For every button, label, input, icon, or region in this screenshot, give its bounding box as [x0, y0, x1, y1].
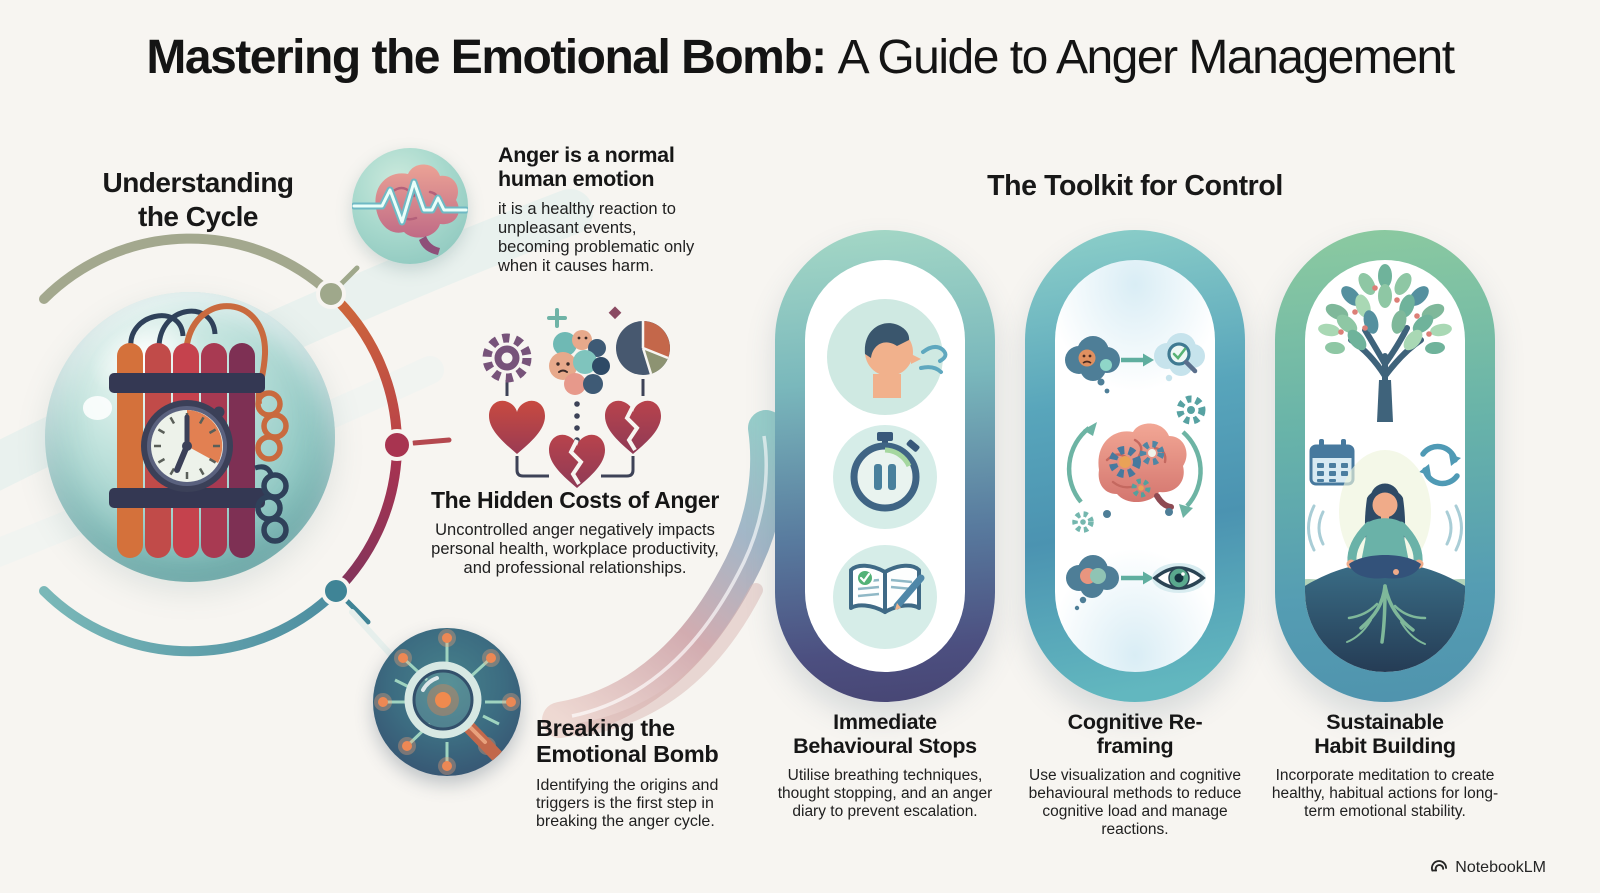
- anger-normal-block: Anger is a normal human emotion it is a …: [498, 143, 703, 275]
- watermark: NotebookLM: [1429, 858, 1546, 878]
- pie-chart-icon: [616, 321, 670, 375]
- roots-icon: [1346, 584, 1427, 645]
- bomb-clock: [141, 400, 233, 492]
- observing-eye-icon: [1152, 563, 1206, 593]
- hidden-costs-title: The Hidden Costs of Anger: [430, 487, 720, 513]
- heart-icon: [489, 400, 545, 454]
- watermark-label: NotebookLM: [1455, 859, 1546, 876]
- cycle-node-crimson: [381, 429, 413, 461]
- cycle-section-heading: Understanding the Cycle: [102, 167, 294, 233]
- diamond-dot: [608, 306, 622, 320]
- toolkit-item-habit-building: Sustainable Habit Building Incorporate m…: [1260, 710, 1510, 821]
- toolkit-item-title: Immediate Behavioural Stops: [793, 710, 977, 759]
- negative-thought-icon: [1065, 336, 1120, 394]
- gear-top-right-icon: [1176, 395, 1206, 425]
- arrow-right-2-icon: [1121, 571, 1154, 585]
- capsule1-icons: [827, 299, 948, 649]
- capsule-immediate-stops-inner: [805, 260, 965, 672]
- breaking-bomb-title: Breaking the Emotional Bomb: [536, 715, 719, 767]
- cycle-node-teal: [321, 576, 351, 606]
- gear-bottom-left-icon: [1072, 511, 1094, 533]
- stopwatch-pause-icon: [850, 432, 920, 512]
- tree-canopy: [1318, 264, 1452, 355]
- toolkit-item-immediate-stops: Immediate Behavioural Stops Utilise brea…: [760, 710, 1010, 821]
- repeat-icon: [1419, 443, 1461, 487]
- heart-crack-2: [568, 439, 584, 486]
- anger-normal-body: it is a healthy reaction to unpleasant e…: [498, 200, 695, 275]
- reframed-thought-icon: [1154, 333, 1205, 382]
- cycle-arc: [39, 233, 452, 659]
- toolkit-item-body: Use visualization and cognitive behaviou…: [1028, 767, 1242, 838]
- anger-normal-title: Anger is a normal human emotion: [498, 143, 675, 191]
- gear-icon: [482, 333, 532, 383]
- breathing-profile-icon: [864, 323, 948, 398]
- capsule-cognitive-reframing-inner: [1055, 260, 1215, 672]
- trigger-scan-icon: [373, 628, 521, 776]
- bubble-gloss-dot: [82, 396, 112, 420]
- hidden-costs-body: Uncontrolled anger negatively impacts pe…: [431, 521, 719, 577]
- brain-thought-icon: [1066, 555, 1119, 611]
- breaking-bomb-block: Breaking the Emotional Bomb Identifying …: [536, 715, 748, 832]
- time-bomb-icon: [109, 303, 289, 558]
- capsule2-icons: [1065, 333, 1206, 611]
- arrow-right-icon: [1121, 353, 1154, 367]
- toolkit-item-title: Cognitive Re-framing: [1067, 710, 1203, 759]
- title-strong: Mastering the Emotional Bomb:: [146, 31, 827, 84]
- smoke-trail: [542, 410, 787, 738]
- cycle-node-sage: [316, 279, 346, 309]
- anger-diary-icon: [849, 563, 925, 614]
- hidden-costs-illustration: [482, 306, 670, 488]
- dotted-line: [574, 401, 580, 443]
- hidden-costs-block: The Hidden Costs of Anger Uncontrolled a…: [425, 487, 725, 577]
- title-light: A Guide to Anger Management: [837, 31, 1455, 84]
- toolkit-item-body: Incorporate meditation to create healthy…: [1271, 767, 1499, 820]
- meditating-person-icon: [1346, 483, 1424, 579]
- heart-crack: [624, 405, 640, 452]
- cycle-arrows-icon: [1066, 422, 1203, 518]
- toolkit-item-title: Sustainable Habit Building: [1314, 710, 1456, 759]
- coil-wires: [254, 390, 289, 544]
- magnifier: [404, 661, 504, 763]
- connector-lines: [505, 379, 645, 478]
- capsule-cognitive-reframing: [1025, 230, 1245, 702]
- brain-gears-icon: [1098, 423, 1187, 518]
- notebooklm-logo-icon: [1431, 860, 1448, 872]
- breaking-bomb-body: Identifying the origins and triggers is …: [536, 776, 719, 831]
- calm-waves: [1307, 504, 1463, 552]
- trigger-scan-art: [374, 629, 520, 775]
- glass-bubble: [45, 292, 335, 582]
- capsule-habit-building: [1275, 230, 1495, 702]
- toolkit-item-cognitive-reframing: Cognitive Re-framing Use visualization a…: [1010, 710, 1260, 838]
- brain-pulse-icon: [352, 148, 468, 264]
- toolkit-item-body: Utilise breathing techniques, thought st…: [777, 767, 993, 820]
- emotion-cluster: [549, 330, 610, 395]
- toolkit-section-heading: The Toolkit for Control: [987, 170, 1283, 202]
- capsule-immediate-stops: [775, 230, 995, 702]
- growth-tree-icon: [1318, 264, 1452, 422]
- capsule-habit-building-inner: [1305, 260, 1465, 672]
- sparkle-icon: [547, 308, 567, 328]
- capsule3-icons: [1305, 264, 1465, 672]
- page-title: Mastering the Emotional Bomb:A Guide to …: [0, 30, 1600, 85]
- brain-pulse-art: [352, 164, 468, 255]
- calendar-icon: [1309, 439, 1355, 486]
